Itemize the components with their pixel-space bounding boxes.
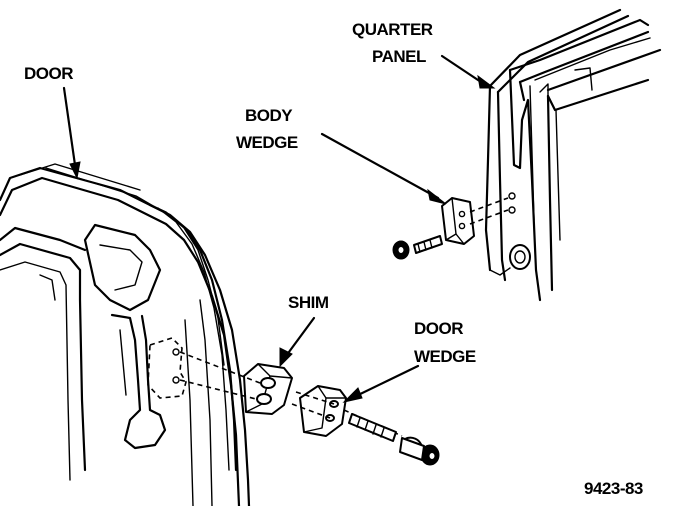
door-wedge-label-group: DOOR WEDGE: [342, 319, 476, 403]
body-wedge-label-group: BODY WEDGE: [236, 106, 447, 205]
shim: [179, 351, 293, 415]
figure-number: 9423-83: [584, 479, 643, 498]
door-label: DOOR: [24, 64, 73, 83]
body-wedge-label-line2: WEDGE: [236, 133, 298, 152]
shim-label-group: SHIM: [279, 293, 329, 368]
door-wedge-bolt: [348, 413, 440, 466]
door-frame: [0, 163, 251, 506]
quarter-panel: [484, 8, 662, 302]
quarter-panel-label-line2: PANEL: [372, 47, 426, 66]
body-wedge-bolt: [392, 235, 443, 260]
quarter-panel-label-line1: QUARTER: [352, 20, 433, 39]
quarter-panel-label-group: QUARTER PANEL: [352, 20, 496, 89]
door-wedge-label-line1: DOOR: [414, 319, 463, 338]
body-wedge: [441, 197, 509, 245]
shim-label: SHIM: [288, 293, 329, 312]
door-label-group: DOOR: [24, 64, 81, 180]
door-wedge-label-line2: WEDGE: [414, 347, 476, 366]
body-wedge-label-line1: BODY: [245, 106, 293, 125]
